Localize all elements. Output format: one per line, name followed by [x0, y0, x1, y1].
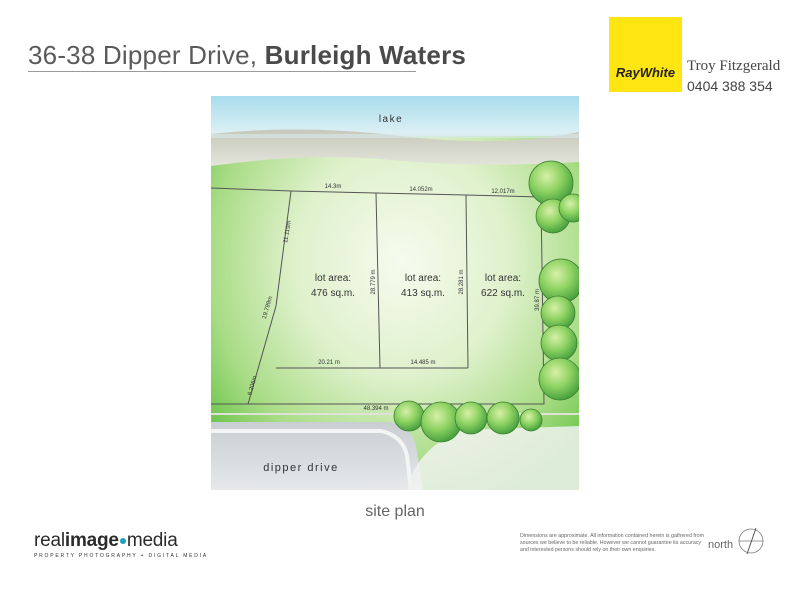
dimension-inner-bottom-2: 14.485 m — [410, 360, 435, 366]
lot-1-area-value: 476 sq.m. — [311, 288, 355, 299]
tree — [420, 401, 462, 443]
dipper-drive-road — [211, 422, 423, 490]
dimension-divider-1: 28.779 m — [371, 269, 377, 294]
suburb-text: Burleigh Waters — [264, 40, 467, 70]
dimension-top-2: 14.052m — [409, 187, 432, 193]
tree — [519, 408, 543, 432]
title-underline — [28, 71, 416, 72]
media-tagline: PROPERTY PHOTOGRAPHY + DIGITAL MEDIA — [34, 553, 209, 559]
tree — [454, 401, 488, 435]
dimension-frontage: 48.394 m — [363, 406, 388, 412]
trees — [393, 160, 579, 443]
address-text: 36-38 Dipper Drive, — [28, 40, 265, 70]
driveway — [407, 426, 579, 490]
lot-3-area-value: 622 sq.m. — [481, 288, 525, 299]
dimension-divider-2: 28.281 m — [459, 269, 465, 294]
dimension-inner-bottom-1: 20.21 m — [318, 360, 340, 366]
raywhite-logo: RayWhite — [609, 17, 682, 92]
dimension-top-3: 12.017m — [491, 189, 514, 195]
lake-water — [211, 96, 579, 136]
disclaimer-text: Dimensions are approximate. All informat… — [520, 533, 705, 553]
tree — [558, 193, 579, 223]
site-plan-map: lake dipper drive lot area: 476 sq.m. lo… — [211, 96, 579, 490]
tree — [486, 401, 520, 435]
lot-2-area-value: 413 sq.m. — [401, 288, 445, 299]
tree — [393, 400, 425, 432]
site-plan-caption: site plan — [365, 503, 425, 520]
dimension-left-lower: 6.206m — [247, 375, 258, 396]
tree — [538, 357, 579, 401]
logo-dot-icon — [119, 537, 126, 544]
lot-2-area-label: lot area: — [405, 273, 441, 284]
lake-bank — [211, 129, 579, 166]
agent-name: Troy Fitzgerald — [687, 58, 781, 74]
agent-phone: 0404 388 354 — [687, 78, 773, 94]
dimension-left-upper: 11.119m — [283, 220, 293, 243]
tree — [540, 324, 578, 362]
north-label: north — [708, 539, 734, 551]
dimension-right: 39.87 m — [535, 289, 541, 311]
north-indicator: north — [708, 526, 768, 556]
dimension-top-1: 14.3m — [325, 184, 342, 190]
lake-label: lake — [379, 114, 403, 125]
compass-icon — [738, 527, 764, 555]
road-label: dipper drive — [263, 462, 338, 474]
lot-3-area-label: lot area: — [485, 273, 521, 284]
lot-1-area-label: lot area: — [315, 273, 351, 284]
page-title: 36-38 Dipper Drive, Burleigh Waters — [28, 40, 466, 71]
